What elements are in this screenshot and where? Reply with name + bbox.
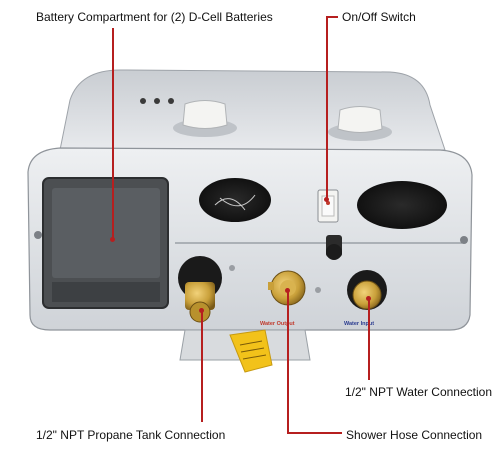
warning-tag [229, 329, 273, 373]
left-knob [182, 100, 228, 129]
shower-hose-label: Shower Hose Connection [346, 428, 483, 442]
indicator-light [140, 98, 146, 104]
battery-callout-dot [110, 237, 115, 242]
water-input-fitting [352, 280, 382, 310]
switch-callout-dot [324, 197, 329, 202]
water-connection-label: 1/2" NPT Water Connection [345, 385, 492, 399]
shower-callout-line-h [287, 432, 342, 434]
propane-fitting [185, 282, 215, 310]
screw [460, 236, 468, 244]
propane-connection-label: 1/2" NPT Propane Tank Connection [36, 428, 226, 442]
shower-callout-line-v [287, 290, 289, 433]
indicator-light [168, 98, 174, 104]
propane-callout-dot [199, 308, 204, 313]
right-knob [337, 106, 383, 133]
shower-callout-dot [285, 288, 290, 293]
water-output-decal: Water Output [260, 321, 295, 327]
propane-callout-line [201, 310, 203, 422]
water-callout-dot [366, 296, 371, 301]
switch-callout-line-h [326, 16, 338, 18]
screw [34, 231, 42, 239]
heater-top [59, 69, 446, 151]
battery-compartment-label: Battery Compartment for (2) D-Cell Batte… [36, 10, 273, 24]
switch-callout-line-v [326, 16, 328, 199]
right-vent-opening [357, 181, 447, 229]
battery-callout-line [112, 28, 114, 240]
water-callout-line [368, 298, 370, 380]
water-input-decal: Water Input [344, 321, 374, 327]
indicator-light [154, 98, 160, 104]
on-off-switch-label: On/Off Switch [342, 10, 416, 24]
